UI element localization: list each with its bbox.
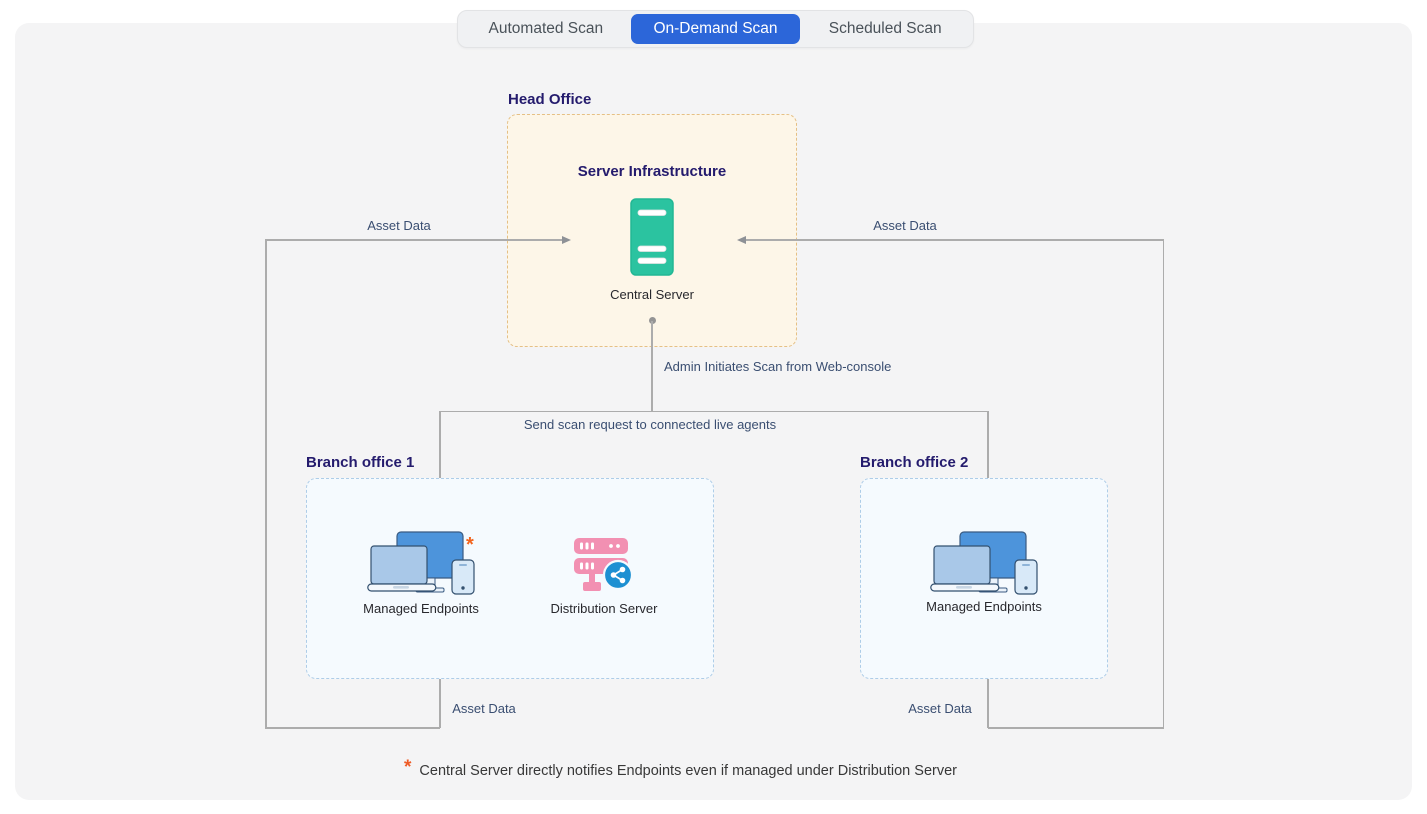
admin-initiates-label: Admin Initiates Scan from Web-console <box>664 359 892 374</box>
branch2-asset-line <box>987 634 989 728</box>
footnote-text: Central Server directly notifies Endpoin… <box>419 763 957 779</box>
asset-data-line-top-right <box>746 239 1163 241</box>
asset-data-line-bottom-left <box>265 727 441 729</box>
managed-endpoints-1-icon <box>367 531 475 600</box>
tab-on-demand-scan[interactable]: On-Demand Scan <box>630 14 801 44</box>
asset-data-label-top-right: Asset Data <box>873 218 937 233</box>
send-scan-request-label: Send scan request to connected live agen… <box>523 417 777 432</box>
asset-data-label-top-left: Asset Data <box>367 218 431 233</box>
distribution-server-label: Distribution Server <box>550 601 658 616</box>
asset-data-line-right-vertical <box>1162 239 1164 729</box>
arrowhead-into-head-office-right-icon <box>737 235 746 244</box>
asset-data-line-left-vertical <box>265 239 267 729</box>
asset-data-line-bottom-right <box>988 727 1164 729</box>
branch-office-2-title: Branch office 2 <box>860 454 969 471</box>
asset-data-label-bottom-right: Asset Data <box>908 701 972 716</box>
branch-office-1-title: Branch office 1 <box>306 454 415 471</box>
connector-origin-dot <box>648 316 656 324</box>
managed-endpoints-1-label: Managed Endpoints <box>363 601 479 616</box>
tab-automated-scan[interactable]: Automated Scan <box>488 20 604 37</box>
endpoints-asterisk: * <box>466 534 474 556</box>
scan-branch1-line <box>439 410 441 513</box>
scan-branch2-line <box>987 410 989 513</box>
scan-mode-tabbar: Automated Scan On-Demand Scan Scheduled … <box>457 10 974 48</box>
footnote-asterisk-icon: * <box>404 757 412 778</box>
asset-data-label-bottom-left: Asset Data <box>452 701 516 716</box>
distribution-server-icon <box>574 537 636 600</box>
footnote: * Central Server directly notifies Endpo… <box>404 757 957 779</box>
head-office-title: Head Office <box>508 91 592 108</box>
admin-scan-line <box>651 321 653 411</box>
arrowhead-into-head-office-left-icon <box>562 235 571 244</box>
tab-scheduled-scan[interactable]: Scheduled Scan <box>828 20 942 37</box>
server-infrastructure-title: Server Infrastructure <box>577 163 727 180</box>
managed-endpoints-2-icon <box>930 531 1038 600</box>
asset-data-line-top-left <box>266 239 562 241</box>
branch1-asset-line <box>439 634 441 728</box>
central-server-icon <box>630 198 674 281</box>
managed-endpoints-2-label: Managed Endpoints <box>926 599 1042 614</box>
scan-bus-line <box>439 410 988 412</box>
central-server-label: Central Server <box>610 287 694 302</box>
